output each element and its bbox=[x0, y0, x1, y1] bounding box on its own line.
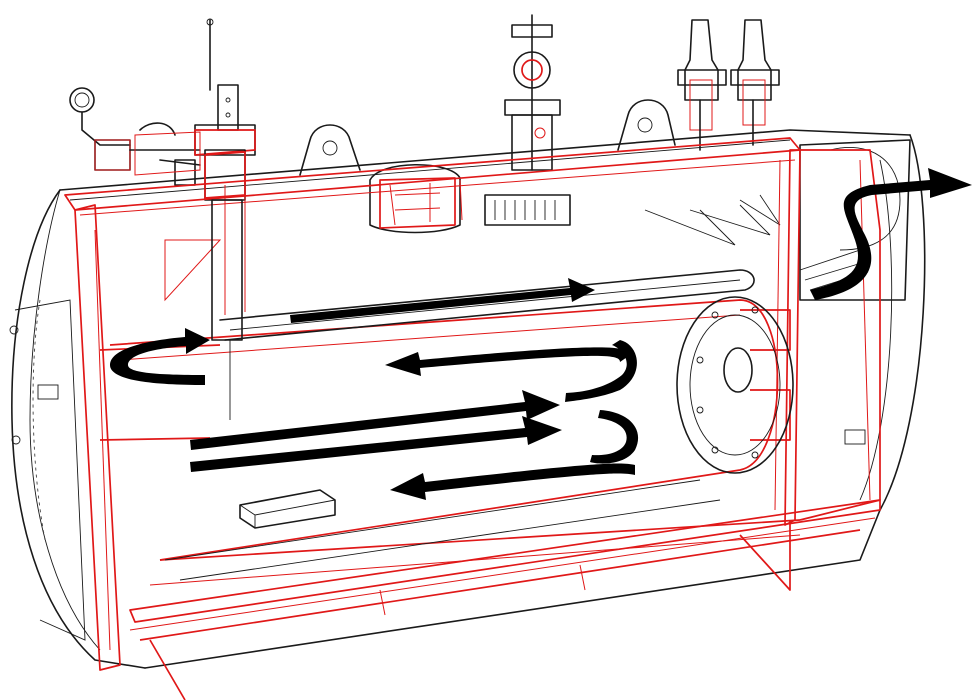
rear-flange-icon bbox=[676, 296, 794, 474]
flow-arrow-icon bbox=[565, 340, 639, 464]
lifting-lug-icon bbox=[617, 99, 676, 151]
boiler-shell bbox=[9, 129, 926, 669]
furnace-interior bbox=[164, 199, 794, 581]
manhole-icon bbox=[369, 163, 461, 234]
flow-arrow-icon bbox=[110, 328, 210, 385]
flow-arrow-icon bbox=[290, 278, 595, 323]
top-fittings bbox=[69, 14, 781, 246]
exhaust-arrow-icon bbox=[810, 168, 972, 300]
flow-arrow-icon bbox=[190, 390, 562, 472]
cutaway-section bbox=[64, 137, 881, 700]
safety-valve-icon bbox=[677, 19, 727, 151]
valve-assembly-icon bbox=[484, 14, 571, 226]
lifting-lug-icon bbox=[299, 124, 361, 176]
safety-valve-icon bbox=[730, 19, 780, 146]
pressure-gauge-icon bbox=[69, 87, 131, 171]
flow-arrows bbox=[110, 168, 972, 500]
probe-housing-icon bbox=[194, 18, 256, 201]
flow-arrow-icon bbox=[390, 463, 635, 500]
flow-arrow-icon bbox=[385, 347, 630, 376]
